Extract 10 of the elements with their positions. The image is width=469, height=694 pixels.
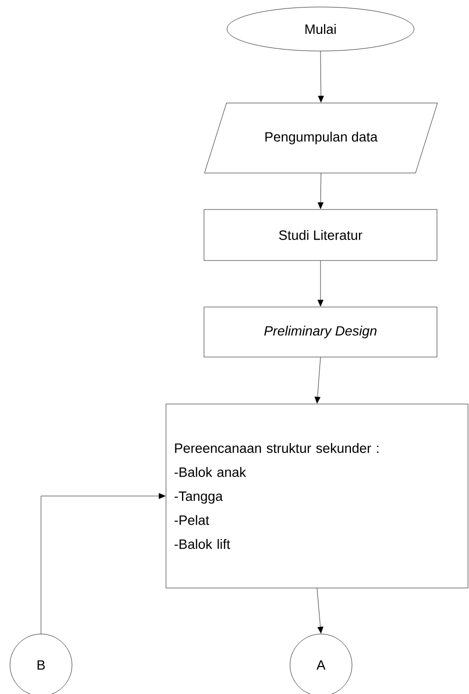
arrow <box>318 173 324 209</box>
arrow <box>318 51 324 102</box>
process-box: Preliminary Design <box>204 306 438 358</box>
arrow <box>40 493 166 634</box>
data-parallelogram: Pengumpulan data <box>204 102 438 174</box>
arrow <box>314 357 321 404</box>
arrow <box>318 260 324 306</box>
arrow <box>316 588 324 634</box>
process-box: Pereencanaan struktur sekunder : -Balok anak -Tangga -Pelat -Balok lift <box>166 404 468 588</box>
process-box: Studi Literatur <box>204 209 438 261</box>
